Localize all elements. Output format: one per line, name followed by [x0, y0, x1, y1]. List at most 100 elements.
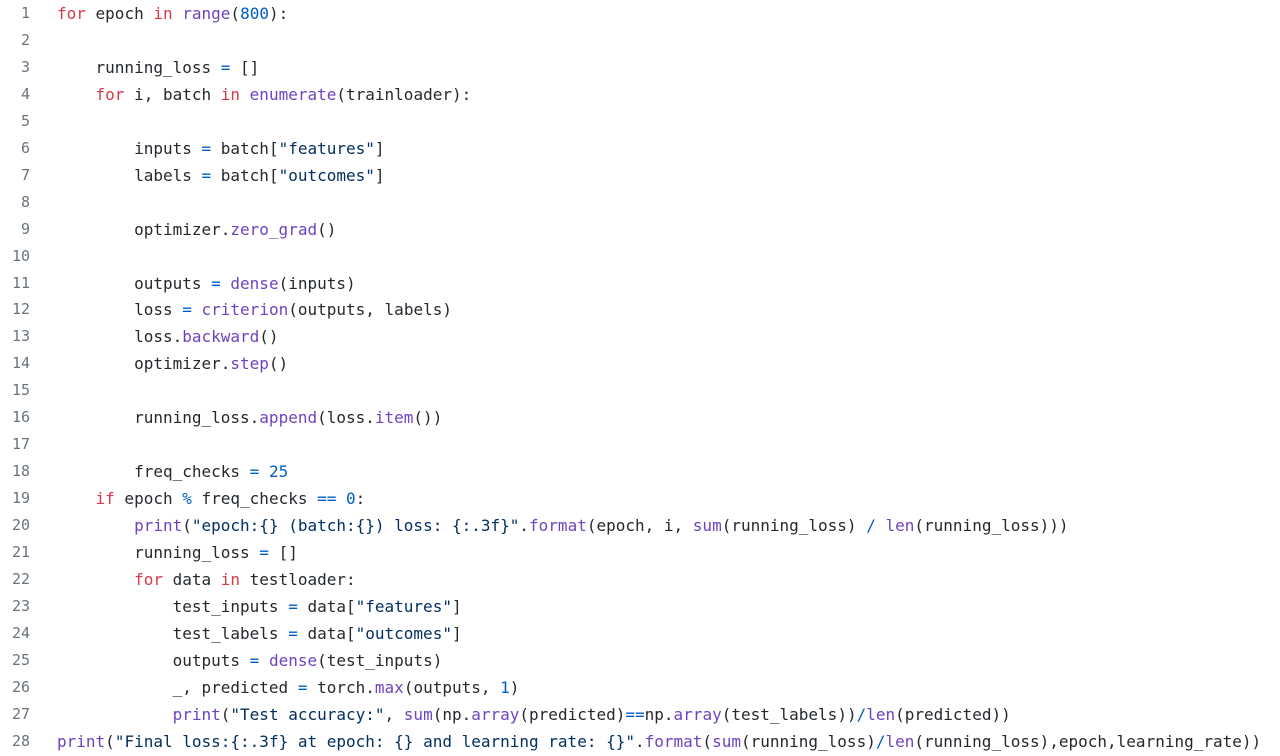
code-line[interactable]: 27 print("Test accuracy:", sum(np.array(… [0, 701, 1280, 728]
code-token: max [374, 677, 404, 697]
code-token: item [374, 408, 414, 428]
code-token: / [856, 704, 867, 724]
code-token: ): [268, 4, 289, 23]
code-text: loss = criterion(outputs, labels) [57, 296, 452, 323]
code-token: for [57, 4, 86, 23]
code-line[interactable]: 25 outputs = dense(test_inputs) [0, 647, 1280, 674]
line-number: 28 [11, 731, 30, 750]
code-token: outputs [57, 650, 250, 670]
code-token: = [249, 650, 260, 670]
code-line[interactable]: 8 [0, 189, 1280, 216]
code-line[interactable]: 4 for i, batch in enumerate(trainloader)… [0, 81, 1280, 108]
code-token: for [95, 84, 125, 104]
code-token: len [885, 516, 915, 536]
code-token: () [259, 327, 279, 347]
code-token [57, 570, 134, 589]
code-line[interactable]: 2 [0, 27, 1280, 54]
code-token: / [875, 731, 886, 751]
code-token: in [153, 4, 173, 23]
code-token: running_loss. [57, 408, 260, 428]
code-line[interactable]: 10 [0, 243, 1280, 270]
code-token: [] [268, 543, 298, 562]
code-line[interactable]: 23 test_inputs = data["features"] [0, 593, 1280, 620]
code-token [336, 489, 346, 508]
code-line[interactable]: 11 outputs = dense(inputs) [0, 270, 1280, 297]
code-line[interactable]: 6 inputs = batch["features"] [0, 135, 1280, 162]
code-token: = [249, 462, 260, 482]
line-number: 20 [11, 516, 30, 535]
code-token: (running_loss),epoch,learning_rate)) [914, 731, 1262, 751]
code-token: == [625, 704, 645, 724]
code-token: test_labels [57, 623, 289, 643]
code-line[interactable]: 12 loss = criterion(outputs, labels) [0, 296, 1280, 323]
code-line[interactable]: 14 optimizer.step() [0, 350, 1280, 377]
code-line[interactable]: 3 running_loss = [] [0, 54, 1280, 81]
code-token: (running_loss))) [914, 516, 1069, 536]
code-line[interactable]: 28 print("Final loss:{:.3f} at epoch: {} … [0, 728, 1280, 755]
code-line[interactable]: 21 running_loss = [] [0, 539, 1280, 566]
code-line[interactable]: 24 test_labels = data["outcomes"] [0, 620, 1280, 647]
code-line[interactable]: 20 print("epoch:{} (batch:{}) loss: {:.3… [0, 512, 1280, 539]
code-token: (test_inputs) [317, 650, 443, 670]
code-token: (predicted)) [895, 704, 1011, 724]
code-token: step [230, 354, 269, 374]
code-line[interactable]: 15 [0, 377, 1280, 404]
code-text: for epoch in range(800): [57, 0, 288, 27]
code-token: ] [451, 596, 462, 616]
code-token: (np. [432, 704, 472, 724]
code-token: ] [451, 623, 462, 643]
code-token: . [634, 731, 645, 751]
code-token: (outputs, [403, 677, 501, 697]
code-line[interactable]: 18 freq_checks = 25 [0, 458, 1280, 485]
code-token: data [162, 569, 221, 589]
code-token [57, 85, 96, 104]
code-line[interactable]: 19 if epoch % freq_checks == 0: [0, 485, 1280, 512]
code-line[interactable]: 16 running_loss.append(loss.item()) [0, 404, 1280, 431]
line-number: 13 [11, 327, 30, 346]
code-token: print [57, 731, 106, 751]
line-number: 22 [11, 569, 30, 588]
code-token: 800 [240, 4, 269, 23]
code-token: 25 [268, 462, 289, 482]
code-text: test_labels = data["outcomes"] [57, 620, 462, 647]
line-number: 4 [20, 84, 30, 103]
code-token: len [885, 731, 915, 751]
code-text: running_loss.append(loss.item()) [57, 404, 442, 431]
code-token [57, 705, 173, 724]
code-token: () [317, 219, 337, 239]
code-token: "features" [278, 138, 375, 158]
code-text: if epoch % freq_checks == 0: [57, 485, 366, 512]
code-token: epoch [85, 4, 154, 23]
code-text: print("Final loss:{:.3f} at epoch: {} an… [57, 728, 1261, 755]
code-token: for [134, 569, 163, 589]
code-text: outputs = dense(test_inputs) [57, 647, 443, 674]
code-token: batch[ [211, 165, 279, 185]
code-line[interactable]: 22 for data in testloader: [0, 566, 1280, 593]
code-token: "epoch:{} (batch:{}) loss: {:.3f}" [191, 516, 520, 536]
code-token: array [471, 704, 520, 724]
code-token: ( [230, 4, 241, 23]
code-token: = [201, 165, 212, 185]
code-token: freq_checks [57, 462, 250, 482]
code-token: labels [57, 165, 202, 185]
code-text: running_loss = [] [57, 54, 260, 81]
line-number: 12 [11, 300, 30, 319]
line-number: 17 [11, 435, 30, 454]
code-line[interactable]: 26 _, predicted = torch.max(outputs, 1) [0, 674, 1280, 701]
code-token: data[ [297, 596, 356, 616]
code-line[interactable]: 9 optimizer.zero_grad() [0, 216, 1280, 243]
line-number: 19 [11, 489, 30, 508]
code-line[interactable]: 5 [0, 108, 1280, 135]
code-line[interactable]: 13 loss.backward() [0, 323, 1280, 350]
code-line[interactable]: 7 labels = batch["outcomes"] [0, 162, 1280, 189]
code-token: dense [230, 273, 279, 293]
line-number: 21 [11, 543, 30, 561]
code-token: inputs [57, 138, 202, 158]
code-token: : [355, 489, 366, 509]
code-line[interactable]: 17 [0, 431, 1280, 458]
code-text: running_loss = [] [57, 539, 298, 566]
code-token: data[ [297, 623, 356, 643]
code-token: criterion [201, 300, 289, 320]
